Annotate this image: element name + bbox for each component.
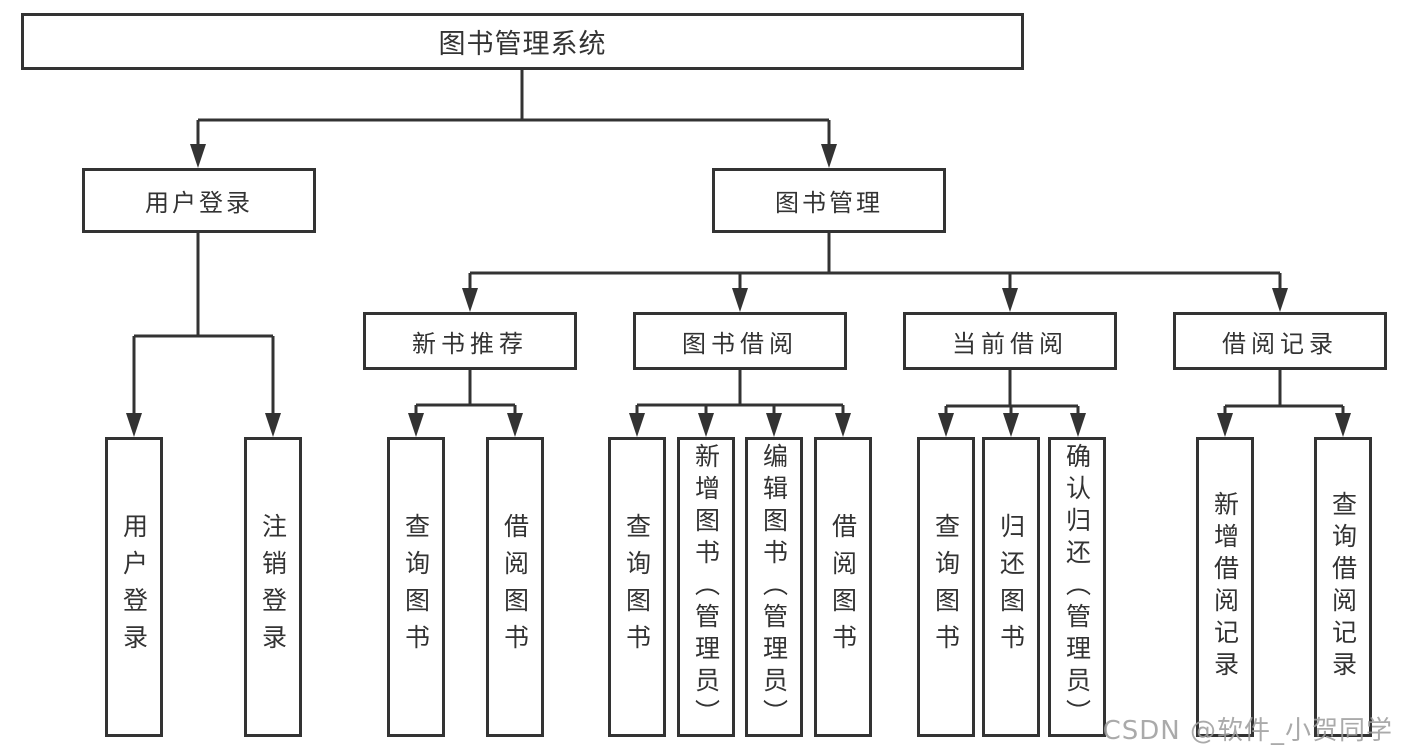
- leaf-records-query-record: 查询借阅记录: [1314, 437, 1372, 737]
- csdn-watermark: CSDN @软件_小贺同学: [1102, 716, 1393, 746]
- leaf-logout: 注销登录: [244, 437, 302, 737]
- leaf-user-login: 用户登录: [105, 437, 163, 737]
- leaf-current-confirm-return-admin: 确认归还（管理员）: [1048, 437, 1106, 737]
- leaf-borrowing-add-book-admin: 新增图书（管理员）: [677, 437, 735, 737]
- node-book-management: 图书管理: [712, 168, 946, 233]
- leaf-current-query-books: 查询图书: [917, 437, 975, 737]
- node-root: 图书管理系统: [21, 13, 1024, 70]
- node-current-borrowing: 当前借阅: [903, 312, 1117, 370]
- leaf-borrowing-edit-book-admin: 编辑图书（管理员）: [745, 437, 803, 737]
- leaf-recommend-borrow-books: 借阅图书: [486, 437, 544, 737]
- leaf-current-return-books: 归还图书: [982, 437, 1040, 737]
- leaf-borrowing-query-books: 查询图书: [608, 437, 666, 737]
- node-user-login: 用户登录: [82, 168, 316, 233]
- arrowheads: [126, 144, 1351, 437]
- node-book-borrowing: 图书借阅: [633, 312, 847, 370]
- leaf-records-add-record: 新增借阅记录: [1196, 437, 1254, 737]
- node-borrowing-records: 借阅记录: [1173, 312, 1387, 370]
- leaf-recommend-query-books: 查询图书: [387, 437, 445, 737]
- node-new-book-recommendation: 新书推荐: [363, 312, 577, 370]
- leaf-borrowing-borrow-books: 借阅图书: [814, 437, 872, 737]
